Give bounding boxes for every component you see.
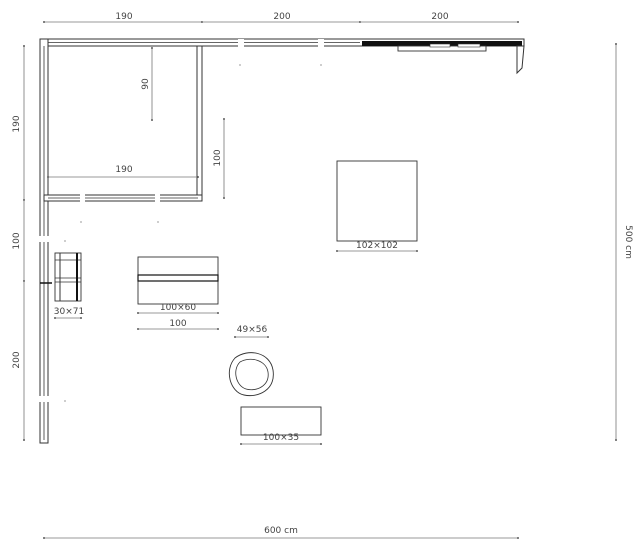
- label-stool-size: 30×71: [54, 307, 84, 317]
- dim-left-lower: 200: [12, 351, 22, 368]
- dimension-lines: [23, 21, 617, 539]
- right-wall-stub: [516, 45, 525, 75]
- furniture: [54, 64, 418, 436]
- bench: [137, 256, 219, 305]
- counter-top: [362, 41, 522, 46]
- dim-bottom-total: 600 cm: [264, 526, 298, 536]
- dim-top-middle: 200: [273, 12, 290, 22]
- dim-inner-height: 90: [141, 78, 151, 90]
- dim-left-upper: 190: [12, 115, 22, 132]
- chair: [228, 352, 274, 397]
- dim-left-middle: 100: [12, 232, 22, 249]
- label-low-table-size: 100×35: [263, 433, 299, 443]
- low-table: [240, 406, 322, 436]
- walls: [39, 38, 525, 444]
- label-square-table-size: 102×102: [356, 241, 398, 251]
- stool: [54, 252, 82, 302]
- dim-inner-width: 190: [115, 165, 132, 175]
- label-chair-size: 49×56: [237, 325, 268, 335]
- dim-right-total: 500 cm: [623, 225, 633, 259]
- dim-partition-depth: 100: [213, 149, 223, 166]
- label-bench-size: 100×60: [160, 303, 196, 313]
- label-bench-depth: 100: [169, 319, 186, 329]
- dim-top-left: 190: [115, 12, 132, 22]
- inner-partition-vertical: [196, 45, 203, 202]
- square-table: [336, 160, 418, 242]
- dimension-labels: 190 200 200 190 100 200 500 cm 600 cm 90…: [12, 10, 633, 536]
- dim-top-right: 200: [431, 12, 448, 22]
